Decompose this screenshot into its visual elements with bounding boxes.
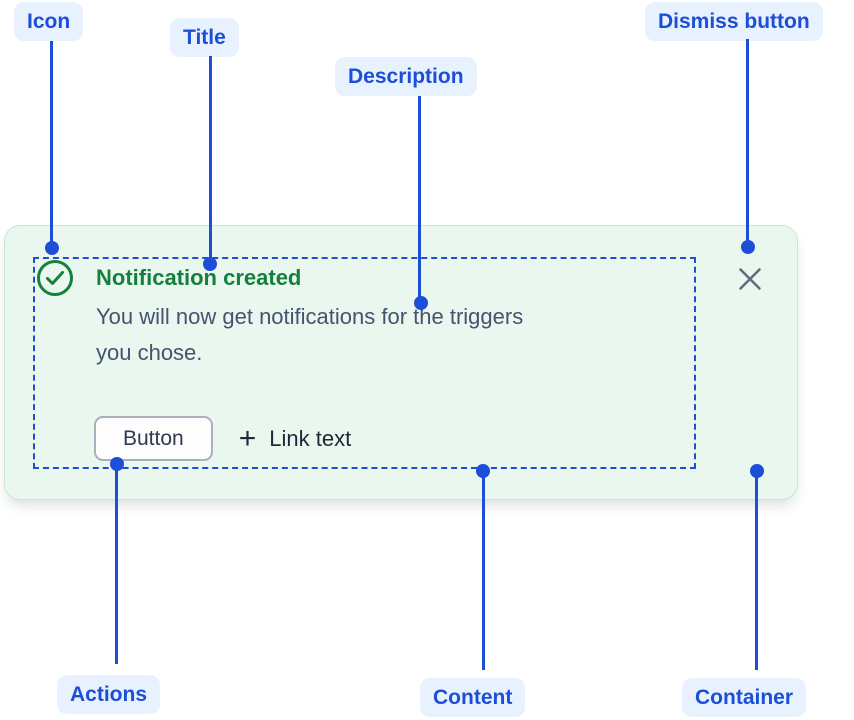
connector-line-container xyxy=(755,471,758,670)
toast-description: You will now get notifications for the t… xyxy=(96,299,523,371)
connector-dot-title xyxy=(203,257,217,271)
toast-actions: Button + Link text xyxy=(94,416,351,461)
connector-line-content xyxy=(482,471,485,670)
annotation-label-actions: Actions xyxy=(57,675,161,714)
connector-dot-content xyxy=(476,464,490,478)
toast-description-line: You will now get notifications for the t… xyxy=(96,304,524,329)
toast-action-link[interactable]: + Link text xyxy=(238,421,352,455)
check-circle-icon xyxy=(35,258,75,298)
annotation-label-content: Content xyxy=(420,678,526,717)
connector-dot-description xyxy=(414,296,428,310)
toast-title: Notification created xyxy=(96,265,302,290)
toast-action-button[interactable]: Button xyxy=(94,416,213,461)
annotation-label-icon: Icon xyxy=(14,2,84,41)
connector-dot-actions xyxy=(110,457,124,471)
connector-dot-icon xyxy=(45,241,59,255)
toast-link-label: Link text xyxy=(269,425,352,451)
toast-container: Notification created You will now get no… xyxy=(4,225,798,500)
content-region xyxy=(33,257,696,469)
dismiss-button[interactable] xyxy=(732,261,768,297)
connector-line-description xyxy=(418,96,421,303)
annotation-label-title: Title xyxy=(170,18,239,57)
connector-line-actions xyxy=(115,464,118,664)
close-icon xyxy=(736,265,764,293)
connector-line-icon xyxy=(50,41,53,248)
connector-line-dismiss xyxy=(746,39,749,247)
toast-description-line: you chose. xyxy=(96,340,203,365)
connector-dot-container xyxy=(750,464,764,478)
connector-line-title xyxy=(209,56,212,264)
annotation-label-description: Description xyxy=(335,57,477,96)
annotation-label-container: Container xyxy=(682,678,807,717)
annotation-label-dismiss: Dismiss button xyxy=(645,2,823,41)
connector-dot-dismiss xyxy=(741,240,755,254)
plus-icon: + xyxy=(238,421,257,455)
